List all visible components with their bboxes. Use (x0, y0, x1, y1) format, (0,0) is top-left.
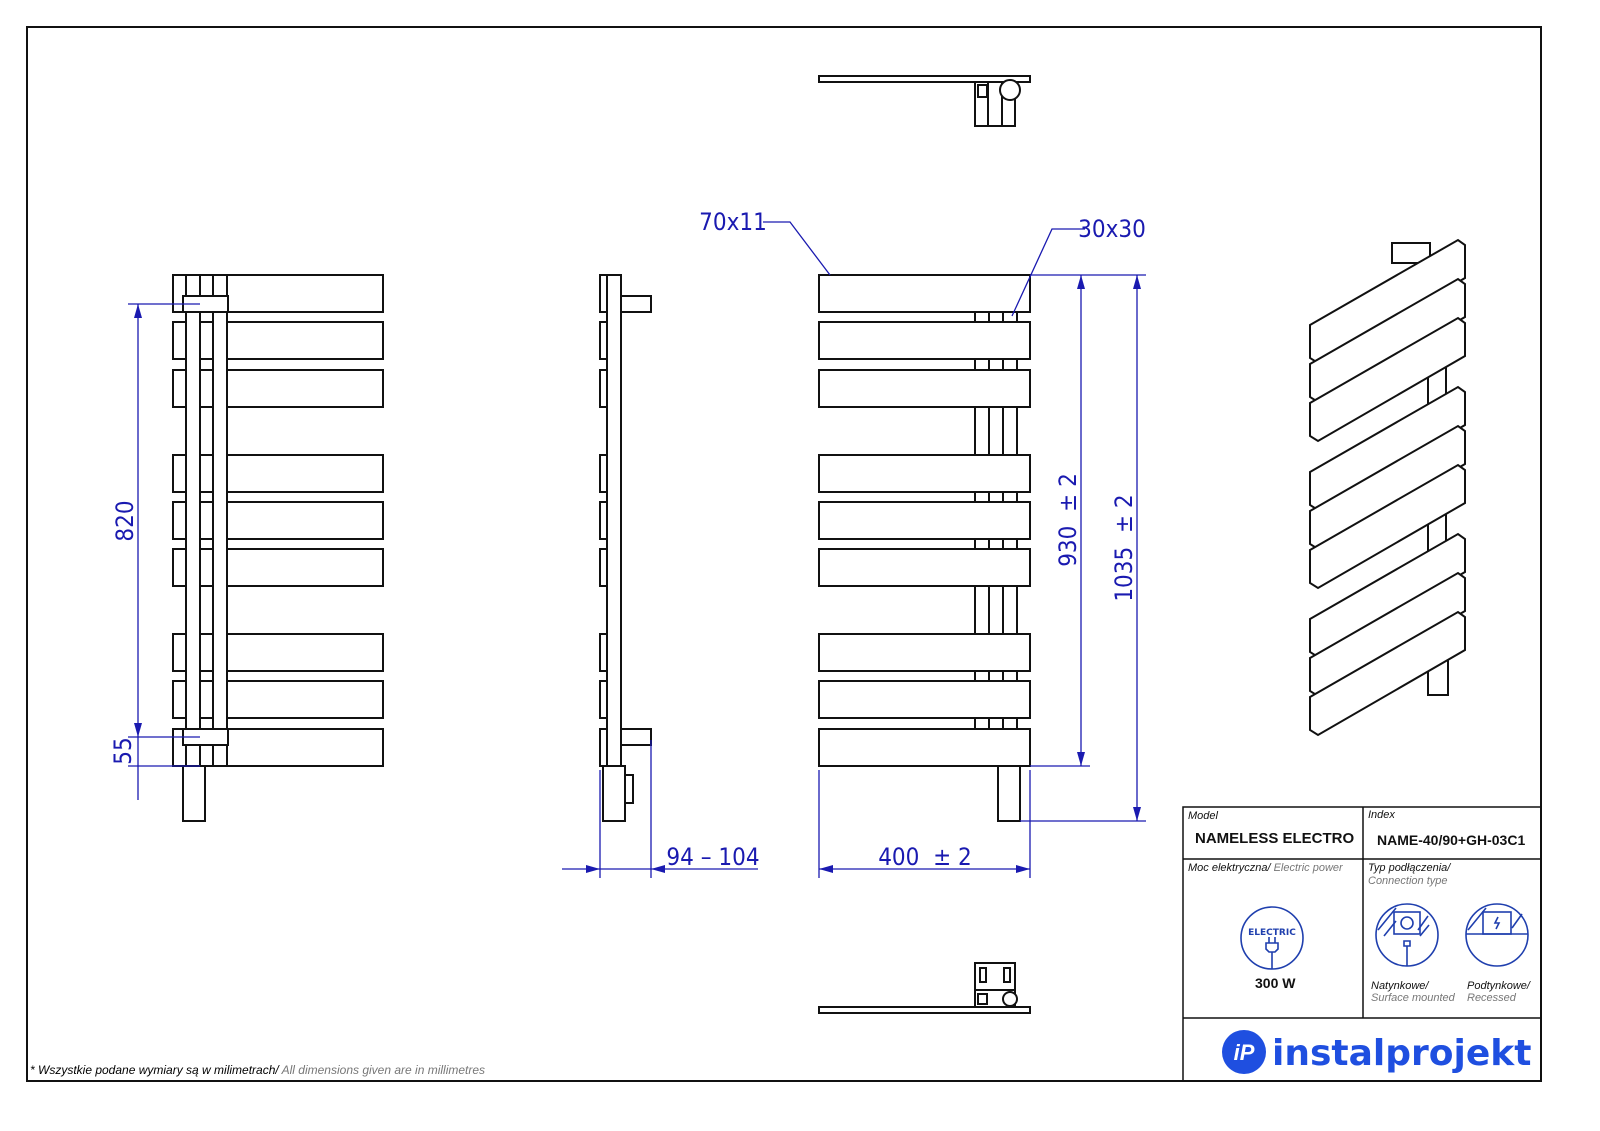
surface-label-pl: Natynkowe/ (1371, 980, 1429, 992)
dim-height-rail: 930 ± 2 (1054, 473, 1082, 567)
connection-label-en: Connection type (1368, 875, 1448, 887)
side-view (599, 274, 652, 822)
towel-bar (1309, 277, 1466, 404)
towel-bar (818, 680, 1031, 719)
recessed-icon (1465, 903, 1529, 967)
towel-bar (1309, 571, 1466, 698)
towel-bar (818, 454, 1031, 493)
rail (606, 274, 622, 767)
towel-bar (818, 369, 1031, 408)
wall-bracket (620, 728, 652, 746)
towel-bar-end (599, 454, 608, 493)
heater-element (182, 765, 206, 822)
dimension-arrows (134, 275, 1141, 873)
footnote-en: All dimensions given are in millimetres (281, 1063, 486, 1077)
towel-bar-end (599, 728, 608, 767)
towel-bar (172, 321, 384, 360)
towel-bar (818, 501, 1031, 540)
footnote: * Wszystkie podane wymiary są w milimetr… (30, 1063, 485, 1077)
dim-rail-section: 30x30 (1078, 215, 1146, 243)
towel-bar (1309, 316, 1466, 443)
recessed-label-pl: Podtynkowe/ (1467, 980, 1530, 992)
index-value: NAME-40/90+GH-03C1 (1377, 832, 1526, 848)
towel-bar (172, 369, 384, 408)
towel-bar (172, 548, 384, 587)
rail (185, 274, 201, 767)
dim-height-total: 1035 ± 2 (1110, 494, 1138, 601)
towel-bar-end (599, 321, 608, 360)
surface-mounted-icon (1375, 903, 1439, 967)
rear-view (172, 274, 384, 822)
wall-bracket (620, 295, 652, 313)
front-view (818, 274, 1031, 822)
surface-label-en: Surface mounted (1371, 992, 1455, 1004)
brand-logo-mark: iP (1222, 1030, 1266, 1074)
towel-bar-end (599, 680, 608, 719)
towel-bar (1309, 610, 1466, 737)
heater-element (997, 765, 1021, 822)
towel-bar (172, 454, 384, 493)
heater-controller (624, 774, 634, 804)
svg-text:iP: iP (1234, 1040, 1255, 1065)
power-label-en: Electric power (1273, 862, 1343, 874)
sheet-border (26, 26, 1542, 1082)
towel-bar (1309, 532, 1466, 659)
isometric-view (1309, 238, 1466, 737)
model-label: Model (1188, 810, 1218, 822)
towel-bar (818, 548, 1031, 587)
electric-icon (1240, 906, 1304, 970)
rail (212, 274, 228, 767)
towel-bar (1309, 385, 1466, 512)
towel-bar (1309, 424, 1466, 551)
towel-bar (172, 501, 384, 540)
towel-bar (818, 633, 1031, 672)
power-label-pl: Moc elektryczna/ (1188, 862, 1271, 874)
dim-rail-spacing: 820 (111, 500, 139, 541)
towel-bar-end (599, 548, 608, 587)
towel-bar (1309, 463, 1466, 590)
brand-name: instalprojekt (1272, 1033, 1531, 1074)
heater-element (602, 765, 626, 822)
towel-bar (818, 728, 1031, 767)
power-value: 300 W (1255, 975, 1296, 991)
footnote-pl: * Wszystkie podane wymiary są w milimetr… (30, 1063, 279, 1077)
wall-bracket (1391, 242, 1431, 264)
towel-bar (1309, 238, 1466, 365)
dim-bar-section: 70x11 (699, 208, 767, 236)
title-block-frame (1182, 806, 1542, 1082)
electric-icon-label: ELECTRIC (1248, 928, 1296, 938)
towel-bar-end (599, 369, 608, 408)
towel-bar (818, 321, 1031, 360)
model-value: NAMELESS ELECTRO (1195, 830, 1355, 847)
towel-bar (818, 274, 1031, 313)
towel-bar (172, 633, 384, 672)
connection-label-pl: Typ podłączenia/ (1368, 862, 1451, 874)
towel-bar-end (599, 633, 608, 672)
index-label: Index (1368, 809, 1395, 821)
dim-bottom-offset: 55 (109, 737, 137, 764)
towel-bar (172, 680, 384, 719)
bottom-view (818, 962, 1031, 1014)
dim-depth: 94 – 104 (666, 843, 759, 871)
towel-bar-end (599, 274, 608, 313)
towel-bar-end (599, 501, 608, 540)
recessed-label-en: Recessed (1467, 992, 1516, 1004)
top-view (818, 75, 1031, 127)
dim-width: 400 ± 2 (878, 843, 972, 871)
